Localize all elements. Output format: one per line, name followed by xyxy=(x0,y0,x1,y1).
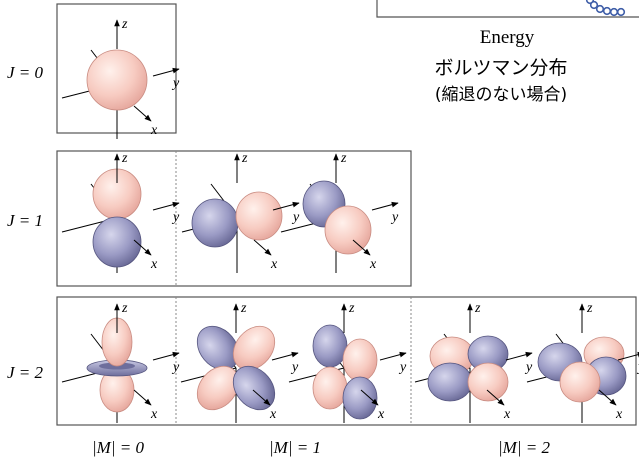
boltzmann-legend: Energy ボルツマン分布 (縮退のない場合) xyxy=(376,0,639,105)
y-axis-label: y xyxy=(171,76,180,91)
boltzmann-title: ボルツマン分布 xyxy=(434,57,567,79)
positive-lobe xyxy=(324,205,372,255)
x-axis-arrow xyxy=(352,239,371,256)
x-axis-arrow xyxy=(253,239,272,256)
y-axis-label: y xyxy=(291,210,300,225)
orbital-j0-m0: z y x xyxy=(61,17,180,139)
y-axis-arrow xyxy=(152,67,180,77)
y-axis-arrow xyxy=(152,351,180,361)
y-axis-arrow xyxy=(505,351,533,361)
y-axis-arrow xyxy=(379,351,407,361)
x-axis-arrow xyxy=(360,389,379,406)
positive-lobe xyxy=(467,362,509,402)
distribution-dots xyxy=(585,0,626,17)
x-axis-label: x xyxy=(377,407,385,422)
x-axis-arrow xyxy=(133,389,152,406)
y-axis-label: y xyxy=(390,210,399,225)
z-axis-label: z xyxy=(121,151,128,166)
x-axis-label: x xyxy=(150,407,158,422)
orbital-j2-m0: z y x xyxy=(61,301,180,423)
y-axis-label: y xyxy=(636,360,639,375)
column-label-m0: |M| = 0 xyxy=(92,438,144,457)
negative-lobe xyxy=(92,216,142,268)
orbital-j1-m0: z y x xyxy=(61,151,180,273)
x-axis-label: x xyxy=(270,257,278,272)
x-axis-arrow xyxy=(133,239,152,256)
y-axis-label: y xyxy=(171,360,180,375)
x-axis-label: x xyxy=(150,123,158,138)
x-axis-label: x xyxy=(615,407,623,422)
y-axis-label: y xyxy=(398,360,407,375)
panel-j2 xyxy=(56,296,637,426)
positive-lobe xyxy=(342,338,378,382)
x-axis-arrow xyxy=(252,389,271,406)
row-label-j1: J = 1 xyxy=(7,211,43,230)
negative-lobe xyxy=(191,198,239,248)
x-axis-arrow xyxy=(133,105,152,122)
row-label-j2: J = 2 xyxy=(7,363,44,382)
legend-frame xyxy=(376,0,639,18)
negative-lobe xyxy=(342,376,378,420)
x-axis-label: x xyxy=(150,257,158,272)
orbital-j2-m1a: z y x xyxy=(180,301,299,423)
z-axis-label: z xyxy=(474,301,481,316)
negative-lobe xyxy=(427,362,473,402)
z-axis-label: z xyxy=(586,301,593,316)
y-axis-label: y xyxy=(171,210,180,225)
z-axis-label: z xyxy=(121,17,128,32)
z-axis-label: z xyxy=(121,301,128,316)
x-axis-arrow xyxy=(598,389,617,406)
y-axis-arrow xyxy=(152,201,180,211)
z-axis-label: z xyxy=(348,301,355,316)
row-label-j0: J = 0 xyxy=(7,63,44,82)
positive-lobe xyxy=(235,191,283,241)
negative-lobe xyxy=(196,325,240,371)
z-axis-label: z xyxy=(340,151,347,166)
positive-lobe xyxy=(312,366,348,410)
positive-lobe xyxy=(196,365,240,411)
z-axis-label: z xyxy=(240,301,247,316)
x-axis-arrow xyxy=(486,389,505,406)
orbital-j2-m2b: z y x xyxy=(526,301,639,423)
positive-lobe xyxy=(86,49,148,111)
y-axis-label: y xyxy=(524,360,533,375)
negative-lobe xyxy=(312,324,348,368)
orbital-j1-m1a: z y x xyxy=(181,151,300,273)
x-axis-label: x xyxy=(369,257,377,272)
column-label-m1: |M| = 1 xyxy=(269,438,321,457)
y-axis-arrow xyxy=(371,201,399,211)
x-axis-label: x xyxy=(503,407,511,422)
positive-lobe xyxy=(559,361,601,403)
boltzmann-subtitle: (縮退のない場合) xyxy=(435,85,567,105)
y-axis-arrow xyxy=(272,201,300,211)
positive-lobe xyxy=(232,325,276,371)
y-axis-label: y xyxy=(290,360,299,375)
orbital-j2-m2a: z y x xyxy=(414,301,533,423)
energy-label: Energy xyxy=(480,27,535,48)
orbital-j2-m1b: z y x xyxy=(288,301,407,423)
panel-j1 xyxy=(56,150,412,287)
y-axis-arrow xyxy=(617,351,639,361)
orbital-j1-m1b: z y x xyxy=(280,151,399,273)
y-axis-arrow xyxy=(271,351,299,361)
column-label-m2: |M| = 2 xyxy=(498,438,550,457)
z-axis-label: z xyxy=(241,151,248,166)
x-axis-label: x xyxy=(269,407,277,422)
